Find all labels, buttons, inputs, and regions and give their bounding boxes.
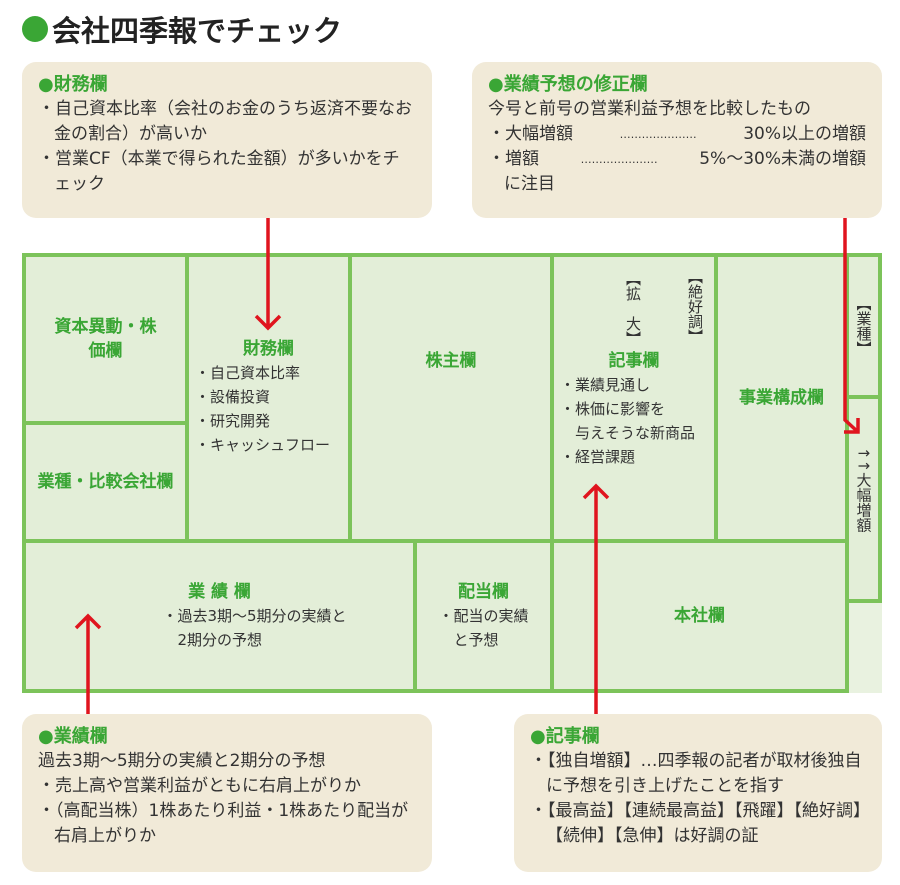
cell-finance: 財務欄 ・自己資本比率・設備投資・研究開発・キャッシュフロー (185, 253, 352, 543)
callout-finance: 財務欄 ・自己資本比率（会社のお金のうち返済不要なお金の割合）が高いか ・営業C… (22, 62, 432, 218)
cell-revision: ↑↑大幅増額 (845, 395, 882, 603)
cell-article: 【拡 大】 【絶好調】 記事欄 ・業績見通し・株価に影響を 与えそうな新商品・経… (550, 253, 718, 543)
arrow-article (582, 483, 610, 714)
callout-article: 記事欄 ・【独自増額】…四季報の記者が取材後独自に予想を引き上げたことを指す ・… (514, 714, 882, 872)
page-title: 会社四季報でチェック (22, 8, 342, 50)
arrow-revision (843, 218, 860, 434)
cell-hq: 本社欄 (550, 539, 849, 693)
cell-dividend: 配当欄 ・配当の実績 と予想 (413, 539, 554, 693)
callout-results: 業績欄 過去3期〜5期分の実績と2期分の予想 ・売上高や営業利益がともに右肩上が… (22, 714, 432, 872)
bullet-icon (22, 16, 48, 42)
callout-revision: 業績予想の修正欄 今号と前号の営業利益予想を比較したもの ・大幅増額………………… (472, 62, 882, 218)
shikiho-layout: 資本異動・株価欄 業種・比較会社欄 財務欄 ・自己資本比率・設備投資・研究開発・… (22, 253, 882, 693)
cell-shareholders: 株主欄 (348, 253, 554, 543)
cell-business: 事業構成欄 (714, 253, 849, 543)
arrow-finance (254, 218, 282, 331)
arrow-results (74, 613, 102, 714)
